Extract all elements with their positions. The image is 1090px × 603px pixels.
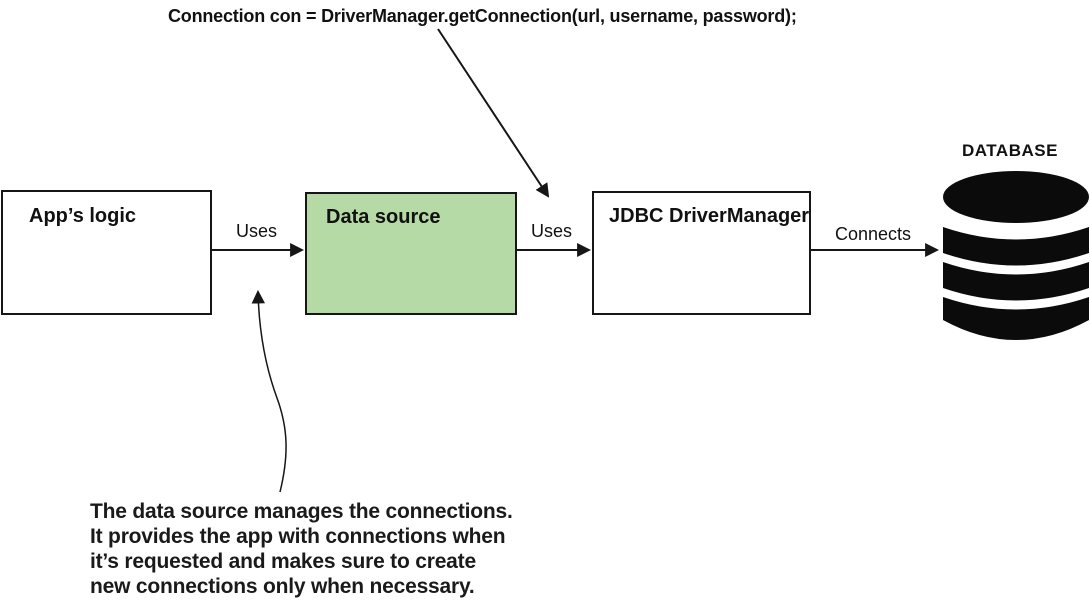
node-jdbc-drivermanager-label: JDBC DriverManager (609, 205, 810, 227)
edge-label-connects: Connects (835, 224, 912, 244)
database-label: DATABASE (962, 141, 1058, 160)
edge-label-uses-1: Uses (236, 221, 278, 241)
node-apps-logic: App’s logic (1, 190, 212, 315)
node-jdbc-drivermanager: JDBC DriverManager (592, 191, 811, 315)
note-pointer-arrow (251, 289, 287, 493)
node-data-source-label: Data source (326, 206, 441, 228)
node-apps-logic-label: App’s logic (29, 205, 137, 227)
node-data-source: Data source (305, 192, 517, 315)
edge-label-uses-2: Uses (531, 221, 573, 241)
code-pointer-arrow (437, 28, 550, 198)
database-icon (943, 171, 1089, 340)
note-annotation: The data source manages the connections.… (90, 500, 513, 598)
code-annotation: Connection con = DriverManager.getConnec… (168, 6, 797, 26)
